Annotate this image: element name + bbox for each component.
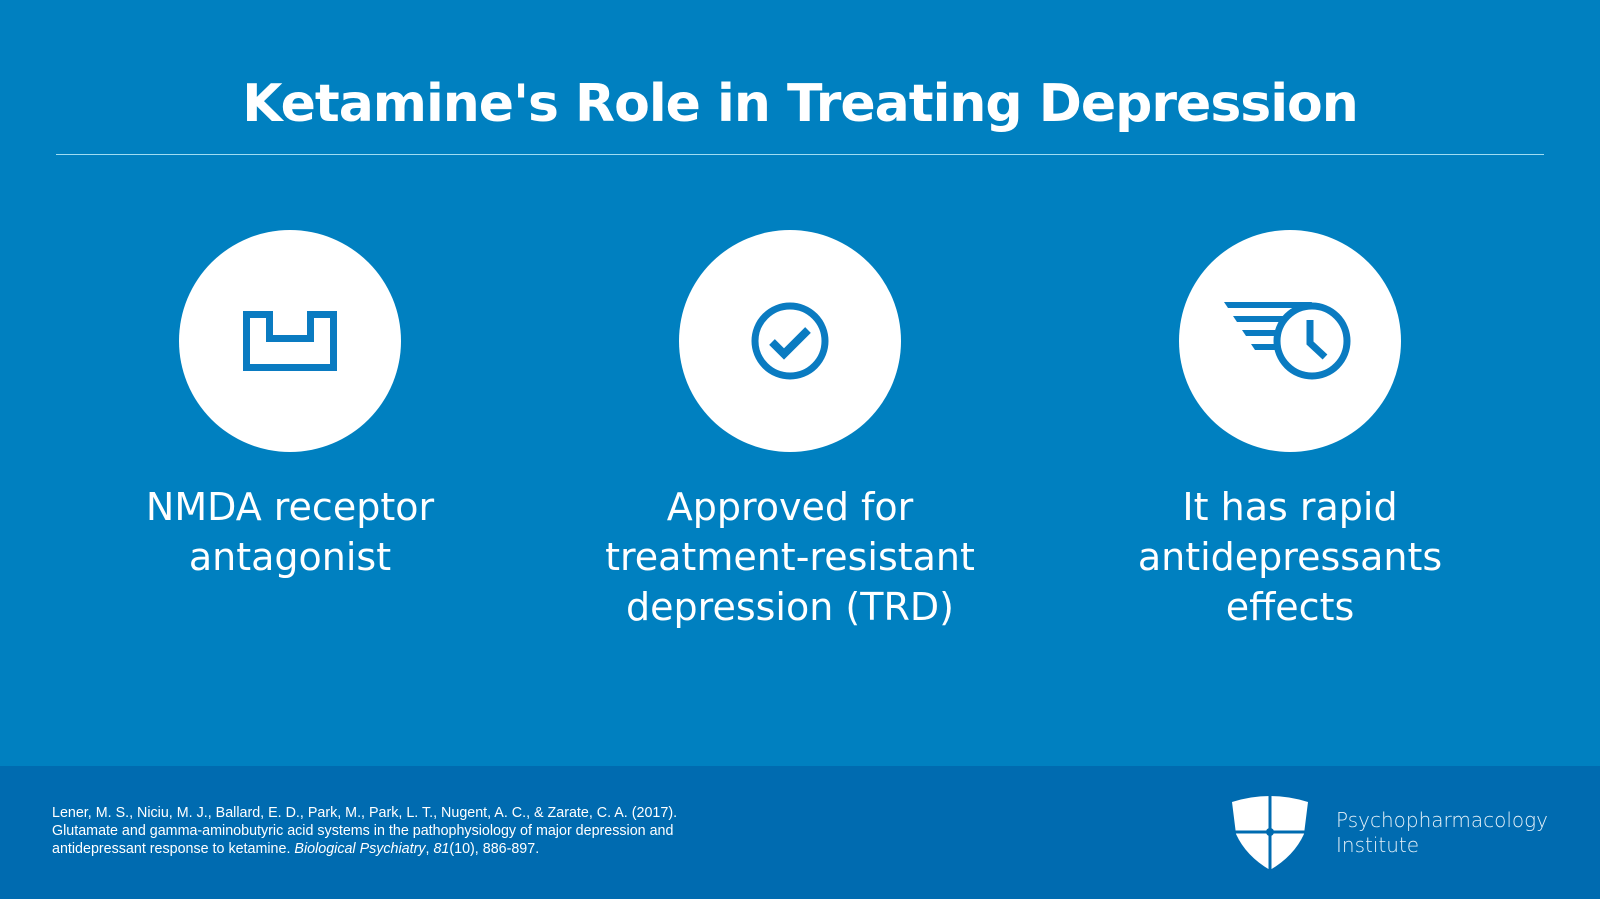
card-line: It has rapid xyxy=(1182,485,1398,529)
footer: Lener, M. S., Niciu, M. J., Ballard, E. … xyxy=(0,766,1600,899)
logo-text: Psychopharmacology Institute xyxy=(1336,808,1548,858)
card-rapid: It has rapid antidepressants effects xyxy=(1070,230,1510,632)
card-text: NMDA receptor antagonist xyxy=(70,482,510,582)
citation: Lener, M. S., Niciu, M. J., Ballard, E. … xyxy=(52,804,752,858)
card-line: antagonist xyxy=(188,535,392,579)
card-approved: Approved for treatment-resistant depress… xyxy=(570,230,1010,632)
card-nmda: NMDA receptor antagonist xyxy=(70,230,510,582)
citation-line: antidepressant response to ketamine. Bio… xyxy=(52,840,752,858)
fast-clock-icon xyxy=(1224,302,1351,380)
citation-line: Lener, M. S., Niciu, M. J., Ballard, E. … xyxy=(52,805,678,821)
card-line: depression (TRD) xyxy=(626,585,954,629)
institute-logo: Psychopharmacology Institute xyxy=(1230,794,1548,872)
card-text: Approved for treatment-resistant depress… xyxy=(570,482,1010,632)
card-line: treatment-resistant xyxy=(605,535,975,579)
shield-cross-icon xyxy=(1230,794,1310,872)
card-line: effects xyxy=(1225,585,1355,629)
icon-circle xyxy=(179,230,401,452)
check-circle-icon xyxy=(751,302,829,380)
logo-line: Psychopharmacology xyxy=(1336,808,1548,832)
citation-volume: 81 xyxy=(433,841,450,857)
logo-line: Institute xyxy=(1336,833,1420,857)
citation-sep: , xyxy=(425,841,434,857)
citation-text: antidepressant response to ketamine. xyxy=(52,841,295,857)
card-text: It has rapid antidepressants effects xyxy=(1070,482,1510,632)
card-line: Approved for xyxy=(666,485,914,529)
citation-pages: (10), 886-897. xyxy=(449,841,540,857)
page-title: Ketamine's Role in Treating Depression xyxy=(242,74,1359,134)
icon-circle xyxy=(1179,230,1401,452)
nmda-receptor-icon xyxy=(243,311,337,371)
card-line: antidepressants xyxy=(1137,535,1443,579)
card-line: NMDA receptor xyxy=(145,485,435,529)
icon-circle xyxy=(679,230,901,452)
title-divider xyxy=(56,154,1544,155)
citation-line: Glutamate and gamma-aminobutyric acid sy… xyxy=(52,823,674,839)
citation-journal: Biological Psychiatry xyxy=(294,841,426,857)
